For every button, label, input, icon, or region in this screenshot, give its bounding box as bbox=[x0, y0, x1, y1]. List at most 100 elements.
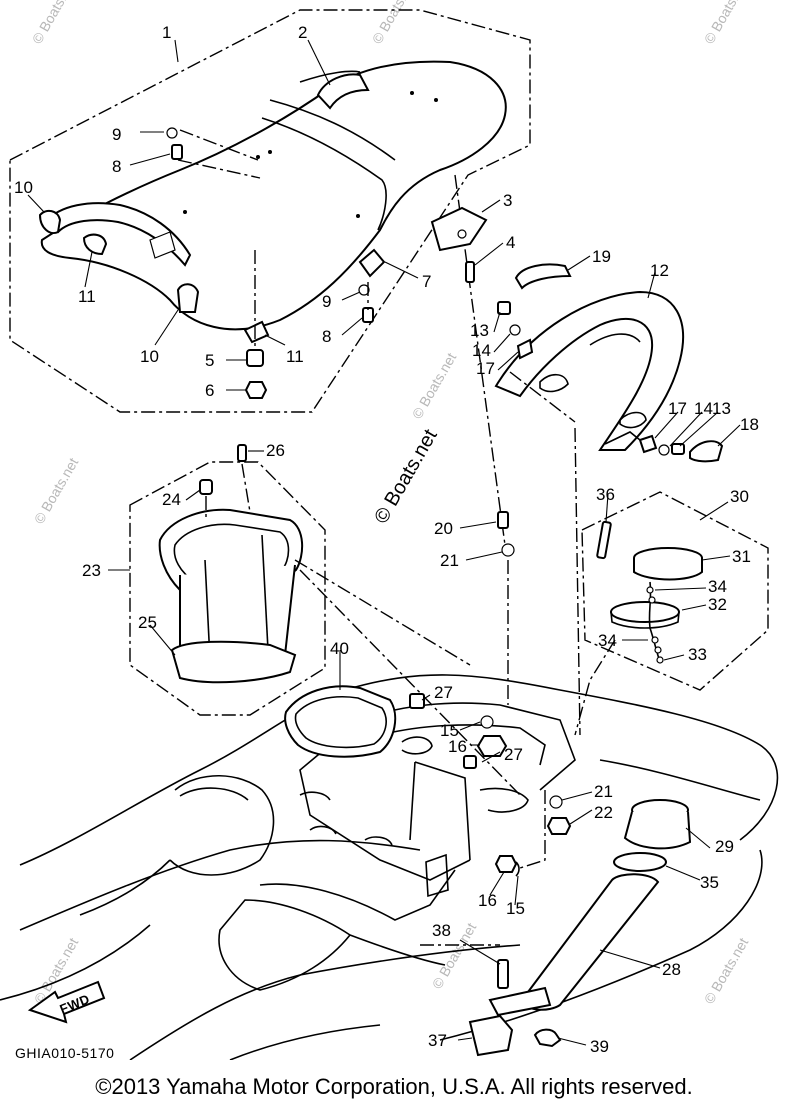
washer bbox=[501, 543, 515, 557]
spacer bbox=[516, 338, 534, 360]
callout-22: 22 bbox=[594, 803, 613, 822]
callout-28: 28 bbox=[662, 960, 681, 979]
spacer bbox=[638, 434, 658, 454]
callout-14: 14 bbox=[472, 341, 491, 360]
bolt bbox=[497, 301, 511, 315]
damper bbox=[246, 349, 264, 367]
callout-labels: 1 2 9 8 10 11 10 11 5 6 7 9 8 3 4 19 12 … bbox=[14, 23, 759, 1056]
callout-17: 17 bbox=[668, 399, 687, 418]
seat-lock-hardware bbox=[430, 206, 572, 290]
seat-bracket bbox=[358, 248, 386, 278]
drawing-code: GHIA010-5170 bbox=[15, 1045, 114, 1060]
callout-36: 36 bbox=[596, 485, 615, 504]
bracket bbox=[468, 1014, 514, 1057]
callout-35: 35 bbox=[700, 873, 719, 892]
filler-neck-assembly bbox=[420, 799, 692, 1057]
hull-deck bbox=[0, 674, 779, 1060]
storage-box bbox=[158, 444, 521, 796]
storage-group-outline bbox=[129, 461, 326, 716]
callout-24: 24 bbox=[162, 490, 181, 509]
chain-link bbox=[654, 646, 662, 654]
bolt bbox=[362, 307, 374, 323]
leader-lines bbox=[27, 39, 741, 1046]
callout-2: 2 bbox=[298, 23, 307, 42]
callout-17: 17 bbox=[476, 359, 495, 378]
callout-40: 40 bbox=[330, 639, 349, 658]
callout-3: 3 bbox=[503, 191, 512, 210]
callout-13: 13 bbox=[470, 321, 489, 340]
pad bbox=[409, 693, 425, 709]
callout-9: 9 bbox=[112, 125, 121, 144]
chain-link bbox=[646, 586, 654, 594]
filler-cap-assembly bbox=[574, 520, 703, 736]
chain-link bbox=[648, 596, 656, 604]
callout-15: 15 bbox=[506, 899, 525, 918]
watermark: © Boats.net bbox=[701, 935, 752, 1007]
seat-lock-bracket bbox=[430, 206, 488, 252]
watermark-center: © Boats.net bbox=[370, 425, 442, 527]
bolt bbox=[671, 443, 685, 455]
callout-21: 21 bbox=[440, 551, 459, 570]
callout-34: 34 bbox=[708, 577, 727, 596]
deck-hardware bbox=[409, 511, 572, 877]
drain-plug bbox=[199, 479, 213, 495]
callout-26: 26 bbox=[266, 441, 285, 460]
callout-6: 6 bbox=[205, 381, 214, 400]
grab-handle bbox=[494, 290, 685, 451]
washer bbox=[509, 324, 521, 336]
callout-34: 34 bbox=[598, 631, 617, 650]
washer bbox=[658, 444, 670, 456]
washer bbox=[549, 795, 563, 809]
callout-1: 1 bbox=[162, 23, 171, 42]
seat-lock-plate bbox=[149, 231, 176, 259]
callout-9: 9 bbox=[322, 292, 331, 311]
screw bbox=[237, 444, 247, 462]
callout-32: 32 bbox=[708, 595, 727, 614]
bolt bbox=[171, 144, 183, 160]
callout-16: 16 bbox=[478, 891, 497, 910]
nut bbox=[546, 817, 572, 835]
seat-latch bbox=[176, 283, 200, 313]
callout-39: 39 bbox=[590, 1037, 609, 1056]
callout-20: 20 bbox=[434, 519, 453, 538]
parts-diagram: © Boats.net © Boats.net © Boats.net © Bo… bbox=[0, 0, 779, 1060]
fwd-arrow: FWD bbox=[27, 980, 106, 1024]
callout-14: 14 bbox=[694, 399, 713, 418]
watermark: © Boats.net bbox=[369, 0, 420, 47]
handle-cap-left bbox=[38, 209, 62, 234]
nut bbox=[476, 735, 508, 757]
callout-11: 11 bbox=[78, 287, 96, 306]
chain-link bbox=[656, 656, 664, 664]
pad bbox=[463, 755, 477, 769]
seat-assembly bbox=[38, 60, 507, 546]
group-outlines bbox=[9, 9, 769, 716]
seat-grab-handle bbox=[43, 202, 192, 267]
bolt bbox=[497, 511, 509, 529]
clip bbox=[514, 263, 572, 290]
fastener bbox=[533, 1028, 562, 1048]
callout-15: 15 bbox=[440, 721, 459, 740]
copyright-notice: ©2013 Yamaha Motor Corporation, U.S.A. A… bbox=[95, 1074, 693, 1099]
nut bbox=[244, 381, 268, 399]
hose-bracket bbox=[488, 986, 552, 1017]
callout-13: 13 bbox=[712, 399, 731, 418]
lock-bolt bbox=[465, 261, 475, 283]
bolt bbox=[497, 959, 509, 989]
callout-11: 11 bbox=[286, 347, 304, 366]
nut bbox=[494, 855, 518, 873]
callout-10: 10 bbox=[14, 178, 33, 197]
callout-29: 29 bbox=[715, 837, 734, 856]
watermark: © Boats.net bbox=[701, 0, 752, 47]
hatch-seal bbox=[284, 685, 397, 758]
neck-gasket bbox=[613, 852, 667, 872]
seat-group-outline bbox=[9, 9, 531, 413]
callout-10: 10 bbox=[140, 347, 159, 366]
seat-hook bbox=[243, 320, 270, 344]
watermark: © Boats.net bbox=[29, 0, 80, 47]
callout-4: 4 bbox=[506, 233, 515, 252]
filler-cap-group-outline bbox=[581, 491, 769, 691]
cap-screw bbox=[596, 520, 612, 560]
handle-cap-right bbox=[82, 233, 108, 256]
washer bbox=[480, 715, 494, 729]
callout-30: 30 bbox=[730, 487, 749, 506]
